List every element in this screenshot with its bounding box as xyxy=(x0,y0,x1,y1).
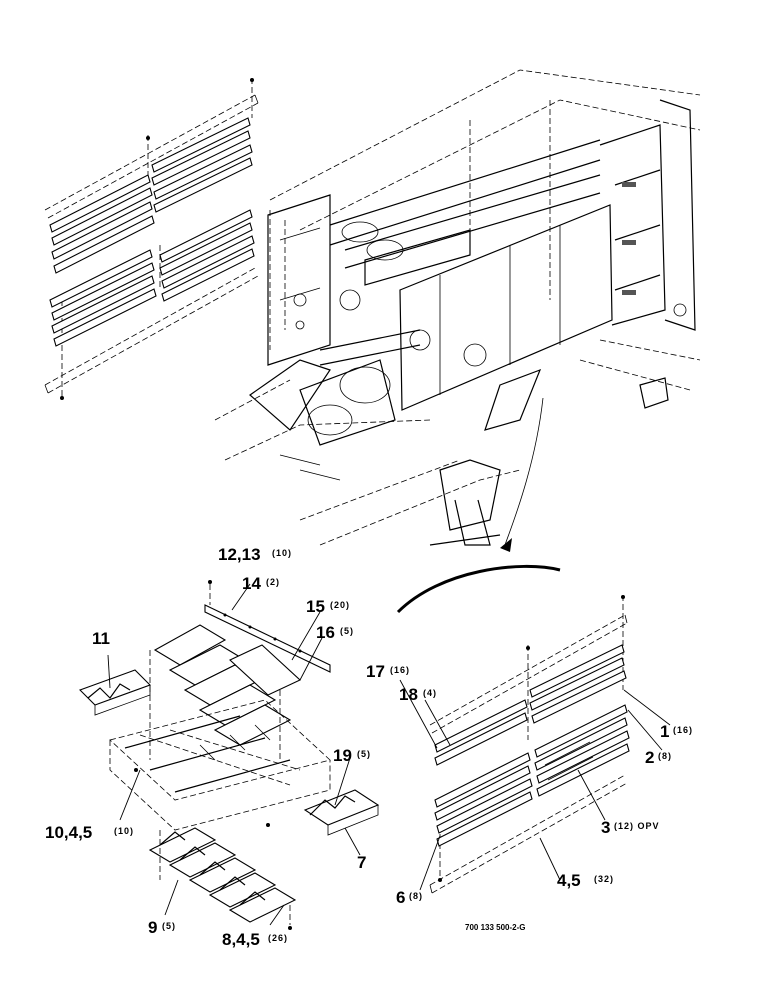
callout-number: 11 xyxy=(92,629,110,648)
callout-number: 9 xyxy=(148,918,157,937)
callout-number: 15 xyxy=(306,597,325,616)
upper-left-slat-group xyxy=(44,78,259,400)
detail-leader-curve xyxy=(396,397,561,614)
callout-qty: (32) xyxy=(594,874,614,884)
callout-qty: (5) xyxy=(357,749,371,759)
callout-qty: (2) xyxy=(266,577,280,587)
lower-left-assembly xyxy=(79,580,380,930)
machine-assembly xyxy=(214,69,701,546)
callout-qty: (8) xyxy=(658,751,672,761)
callout-number: 8,4,5 xyxy=(222,930,260,949)
callout-number: 7 xyxy=(357,853,366,872)
callout-number: 3 xyxy=(601,818,610,837)
callout-labels: 12,13 (10) 14 (2) 15 (20) 16 (5) 11 19 (… xyxy=(45,545,693,949)
callout-qty: (8) xyxy=(409,891,423,901)
callout-number: 4,5 xyxy=(557,871,581,890)
callout-qty: (26) xyxy=(268,933,288,943)
callout-number: 10,4,5 xyxy=(45,823,92,842)
callout-qty: (5) xyxy=(340,626,354,636)
callout-number: 2 xyxy=(645,748,654,767)
callout-number: 17 xyxy=(366,662,385,681)
callout-number: 19 xyxy=(333,746,352,765)
callout-qty: (4) xyxy=(423,688,437,698)
callout-qty: (16) xyxy=(673,725,693,735)
drawing-number: 700 133 500-2-G xyxy=(465,923,526,932)
callout-number: 14 xyxy=(242,574,261,593)
callout-number: 18 xyxy=(399,685,418,704)
callout-number: 16 xyxy=(316,623,335,642)
callout-number: 1 xyxy=(660,722,669,741)
callout-qty: (20) xyxy=(330,600,350,610)
callout-number: 6 xyxy=(396,888,405,907)
leader-lines xyxy=(107,583,671,926)
callout-qty: (5) xyxy=(162,921,176,931)
callout-qty: (10) xyxy=(114,826,134,836)
callout-qty: (10) xyxy=(272,548,292,558)
callout-qty: (12) OPV xyxy=(614,821,660,831)
callout-qty: (16) xyxy=(390,665,410,675)
callout-number: 12,13 xyxy=(218,545,261,564)
detail-slat-group xyxy=(429,595,630,894)
